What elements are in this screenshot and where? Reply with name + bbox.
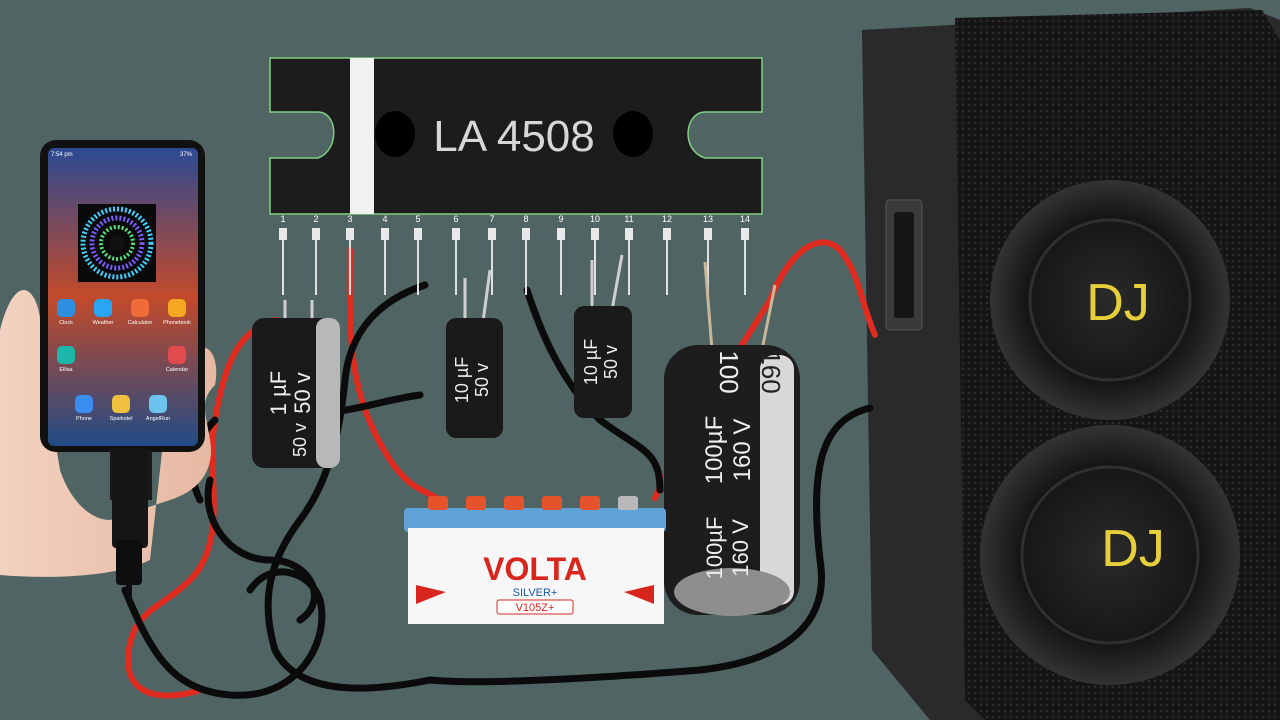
ic-pin-number: 3 — [347, 214, 352, 224]
battery-series: SILVER+ — [513, 587, 558, 599]
capacitor-10uf-a: 10 µF 50 v — [446, 269, 503, 438]
phone-app-icon[interactable] — [94, 299, 112, 317]
phone-status-time: 7:54 pm — [51, 152, 73, 158]
ic-pin-number: 5 — [415, 214, 420, 224]
ic-pin-number: 7 — [489, 214, 494, 224]
ic-pin-body — [522, 228, 530, 240]
ic-pin-number: 14 — [740, 214, 750, 224]
phone-app-icon[interactable] — [57, 299, 75, 317]
ic-pin-number: 6 — [453, 214, 458, 224]
phone-app-label: Clock — [59, 320, 73, 326]
ic-pin-body — [414, 228, 422, 240]
ic-pin-body — [346, 228, 354, 240]
cap4-value-low: 100µF — [702, 517, 727, 580]
ic-pin-body — [557, 228, 565, 240]
ic-pin-number: 11 — [624, 214, 633, 224]
phone-app-label: Sparkstel — [110, 416, 133, 422]
capacitor-1uf: 1 µF 50 v 50 v — [252, 300, 340, 468]
phone-app-label: Phone — [76, 416, 92, 422]
lower-woofer — [980, 425, 1240, 685]
ic-pin-number: 8 — [523, 214, 528, 224]
phone-app-label: Ellisa — [59, 367, 73, 373]
cap2-value: 10 µF — [452, 357, 472, 403]
cap2-voltage: 50 v — [472, 363, 492, 397]
ic-pin-body — [381, 228, 389, 240]
ic-pin-number: 13 — [703, 214, 713, 224]
phone-app-label: Calendar — [166, 367, 188, 373]
cap1-voltage: 50 v — [290, 372, 315, 414]
phone-status-battery: 37% — [180, 152, 193, 158]
ic-pin-body — [663, 228, 671, 240]
battery-brand: VOLTA — [483, 551, 587, 587]
ic-pin-body — [312, 228, 320, 240]
phone-app-icon[interactable] — [75, 395, 93, 413]
cap4-value-mid: 100µF — [701, 416, 728, 485]
capacitor-100uf: 100 160 100µF 160 V 100µF 160 V — [664, 261, 800, 616]
cap1-voltage-2: 50 v — [290, 423, 310, 457]
ic-pin-body — [741, 228, 749, 240]
ic-pin-number: 2 — [313, 214, 318, 224]
ic-white-stripe — [350, 58, 374, 214]
ic-pin-number: 1 — [280, 214, 285, 224]
dj-speaker: DJ DJ — [862, 8, 1280, 720]
ic-pin-body — [591, 228, 599, 240]
phone-app-label: Phonebook — [163, 320, 191, 326]
ic-pin-body — [625, 228, 633, 240]
hand-holding-phone: 7:54 pm 37% Clock Weather Calculator Phoneb… — [0, 140, 217, 577]
cap3-voltage: 50 v — [601, 345, 621, 379]
ic-pin-number: 4 — [382, 214, 387, 224]
phone-app-icon[interactable] — [149, 395, 167, 413]
ic-pin-body — [488, 228, 496, 240]
ic-label: LA 4508 — [433, 112, 595, 161]
ic-pin-body — [452, 228, 460, 240]
cap4-value-top: 100 — [714, 350, 744, 393]
phone-app-icon[interactable] — [131, 299, 149, 317]
upper-woofer — [990, 180, 1230, 420]
ic-pin-number: 10 — [590, 214, 600, 224]
dj-label-top: DJ — [1086, 274, 1150, 332]
aux-cable — [112, 448, 148, 600]
ic-mount-hole-left — [375, 111, 415, 157]
ic-mount-hole-right — [613, 111, 653, 157]
phone-app-label: Weather — [93, 320, 114, 326]
cap4-voltage-top: 160 — [756, 350, 786, 393]
ic-pin-body — [279, 228, 287, 240]
cap4-voltage-low: 160 V — [728, 519, 753, 577]
phone-app-icon[interactable] — [57, 346, 75, 364]
ic-pin-body — [704, 228, 712, 240]
phone-app-icon[interactable] — [168, 346, 186, 364]
battery-model: V105Z+ — [516, 602, 555, 614]
volta-battery: VOLTA SILVER+ V105Z+ — [404, 496, 666, 624]
phone-app-icon[interactable] — [168, 299, 186, 317]
ic-pin-number: 9 — [558, 214, 563, 224]
phone-app-icon[interactable] — [112, 395, 130, 413]
phone-app-label: AngelRun — [146, 416, 170, 422]
dj-label-bottom: DJ — [1101, 520, 1165, 578]
cap1-value: 1 µF — [266, 371, 291, 415]
ic-pin-number: 12 — [662, 214, 672, 224]
cap4-voltage-mid: 160 V — [729, 419, 756, 482]
phone-app-label: Calculator — [128, 320, 153, 326]
capacitor-10uf-b: 10 µF 50 v — [574, 254, 632, 418]
cap3-value: 10 µF — [581, 339, 601, 385]
